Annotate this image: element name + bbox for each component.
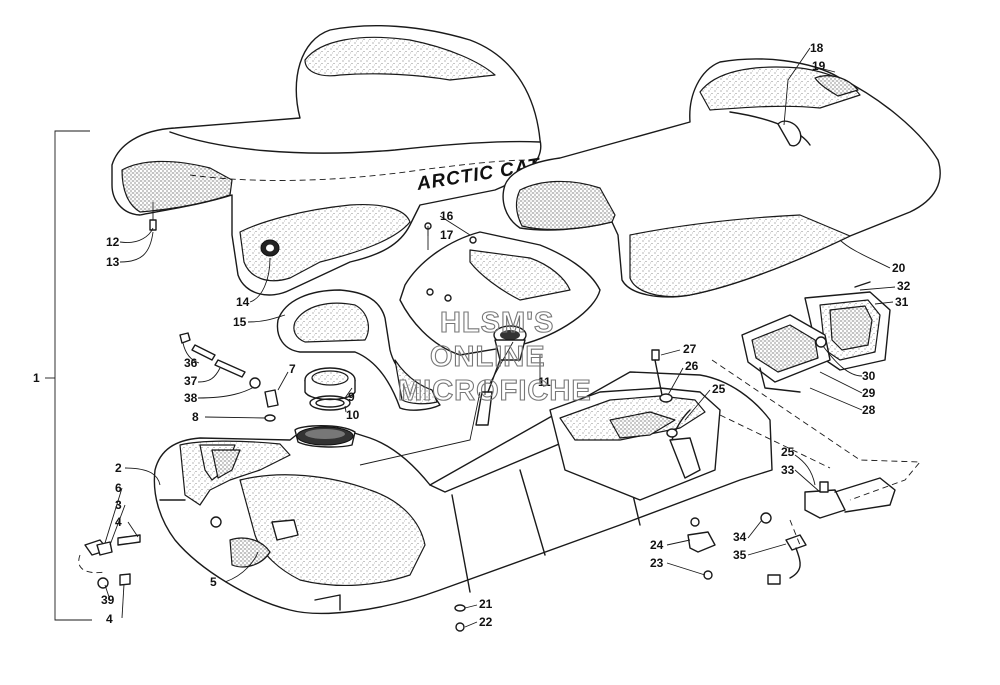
part-26-clamp [659,393,673,403]
part-34-nut [760,512,772,524]
part-35-connector [767,534,807,585]
part-30-bulb-socket [815,336,827,348]
part-16-seat-base [399,222,601,356]
callout-3: 3 [115,498,122,512]
part-11-fuel-sender [475,325,527,426]
callout-30: 30 [862,369,876,383]
watermark-line-3: MICROFICHE [398,375,592,407]
part-7-standoff [264,389,279,408]
watermark: HLSM'S ONLINE MICROFICHE [397,306,592,407]
callout-16: 16 [440,209,454,223]
part-22-screw [455,622,465,632]
callout-19: 19 [812,59,826,73]
callout-15: 15 [233,315,247,329]
callout-32: 32 [897,279,911,293]
callout-labels: 1 2 3 4 4 5 6 7 8 9 10 11 12 13 14 15 16… [33,41,911,629]
callout-39: 39 [101,593,115,607]
callout-8: 8 [192,410,199,424]
callout-25-lower: 25 [781,445,795,459]
callout-21: 21 [479,597,493,611]
callout-25-upper: 25 [712,382,726,396]
part-14-grommet [260,239,280,257]
callout-20: 20 [892,261,906,275]
part-15-side-panel [276,289,441,411]
callout-13: 13 [106,255,120,269]
callout-10: 10 [346,408,360,422]
callout-36: 36 [184,356,198,370]
part-32-lens-screw [854,281,871,288]
callout-1: 1 [33,371,40,385]
part-36-rivet [179,332,191,344]
callout-35: 35 [733,548,747,562]
callout-12: 12 [106,235,120,249]
part-3-6-bracket-hardware [84,539,113,556]
callout-22: 22 [479,615,493,629]
callout-7: 7 [289,362,296,376]
callout-9: 9 [348,390,355,404]
part-12-13-fasteners [149,202,157,231]
part-27-vent [651,349,663,396]
watermark-line-2: ONLINE [430,341,546,373]
callout-18: 18 [810,41,824,55]
part-28-29-taillight-housing [741,314,831,383]
part-38-nut [249,377,261,389]
callout-5: 5 [210,575,217,589]
part-25-hose [666,409,691,441]
callout-31: 31 [895,295,909,309]
callout-11: 11 [538,375,551,389]
callout-4-upper: 4 [115,515,122,529]
part-2-gas-tank-base [153,371,773,615]
callout-6: 6 [115,481,122,495]
callout-17: 17 [440,228,454,242]
callout-28: 28 [862,403,876,417]
callout-29: 29 [862,386,876,400]
callout-4-lower: 4 [106,612,113,626]
callout-37: 37 [184,374,198,388]
part-23-screw [703,570,713,580]
part-9-gas-cap [304,367,356,401]
callout-23: 23 [650,556,664,570]
part-10-gasket [309,395,351,411]
callout-24: 24 [650,538,664,552]
callout-38: 38 [184,391,198,405]
callout-2: 2 [115,461,122,475]
part-37-spacer-tubes [191,344,246,378]
callout-34: 34 [733,530,747,544]
callout-26: 26 [685,359,699,373]
callout-33: 33 [781,463,795,477]
leader-lines [104,47,896,628]
callout-27: 27 [683,342,697,356]
part-24-bracket [687,517,716,553]
callout-14: 14 [236,295,250,309]
part-21-washer [454,604,466,612]
part-4-spacer [117,534,141,586]
watermark-line-1: HLSM'S [440,307,554,339]
part-8-washer [264,414,276,422]
part-33-bracket [804,477,896,519]
part-39-nut [97,577,109,589]
right-seat [502,58,941,298]
